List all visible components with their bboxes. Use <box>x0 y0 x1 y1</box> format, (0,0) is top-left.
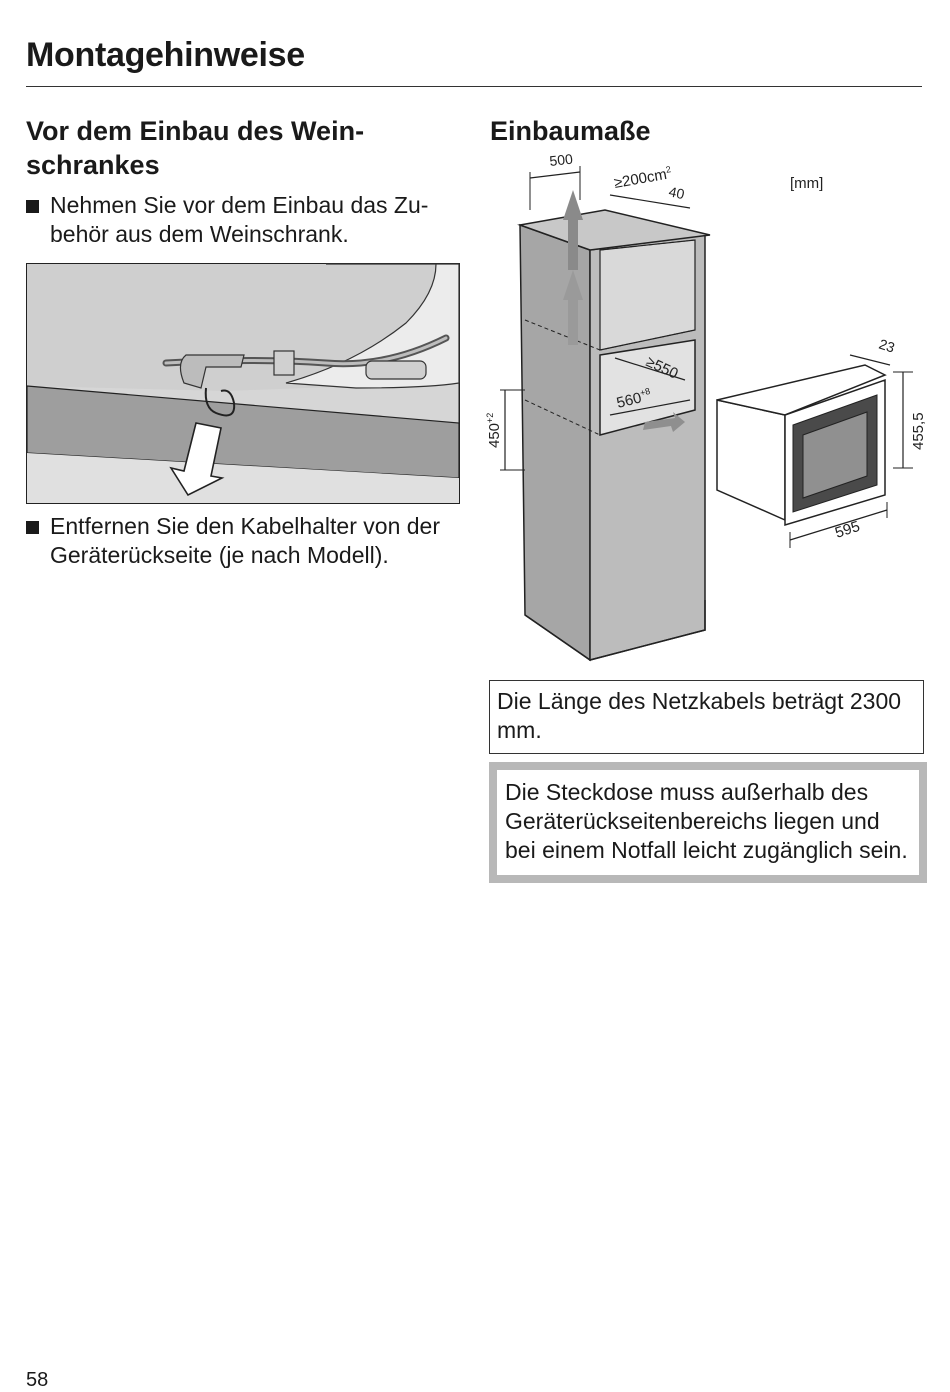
dim-device-front: 23 <box>877 336 897 356</box>
dim-niche-height: 450+2 <box>485 413 503 448</box>
page-title: Montagehinweise <box>26 36 305 74</box>
section-heading-installation-dimensions: Einbaumaße <box>490 116 651 146</box>
list-item: Entfernen Sie den Kabelhalter von der Ge… <box>26 512 466 570</box>
power-cable-note: Die Länge des Netzkabels beträgt 2300 mm… <box>489 680 924 754</box>
dim-top-width: 500 <box>549 151 574 169</box>
dim-top-depth: 40 <box>667 183 686 202</box>
unit-label: [mm] <box>790 175 823 192</box>
socket-warning-box: Die Steckdose muss außerhalb des Geräter… <box>489 762 927 883</box>
dim-vent-area: ≥200cm2 <box>613 164 674 192</box>
page-number: 58 <box>26 1369 49 1391</box>
installation-dimensions-diagram: 500 ≥200cm2 40 [mm] ≥550 560+8 450+2 23 … <box>485 151 927 662</box>
section-heading-before-installation: Vor dem Einbau des Wein-schrankes <box>26 116 365 180</box>
cable-holder-illustration <box>26 263 460 504</box>
bullet-square-icon <box>26 521 39 534</box>
bullet-text: Nehmen Sie vor dem Einbau das Zu-behör a… <box>50 192 429 247</box>
dim-device-height: 455,5 <box>910 412 927 450</box>
list-item: Nehmen Sie vor dem Einbau das Zu-behör a… <box>26 191 466 249</box>
dim-niche-width: 560+8 <box>615 386 654 412</box>
title-divider <box>26 86 922 87</box>
dim-device-width: 595 <box>833 518 862 542</box>
bullet-square-icon <box>26 200 39 213</box>
bullet-text: Entfernen Sie den Kabelhalter von der Ge… <box>50 513 440 568</box>
